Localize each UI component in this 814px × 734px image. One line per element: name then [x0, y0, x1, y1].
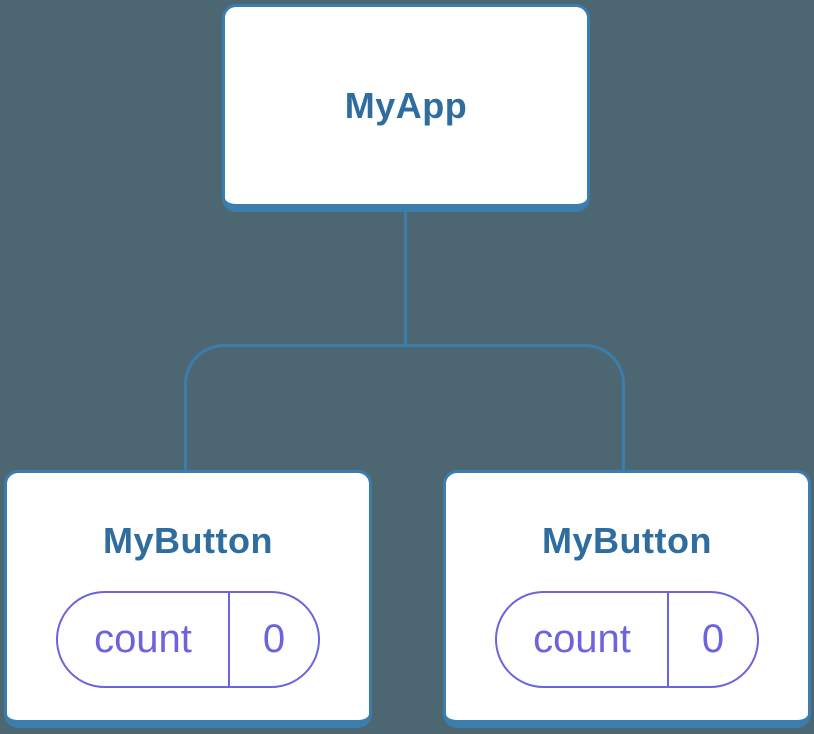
- state-value-right: 0: [667, 593, 757, 686]
- node-myapp: MyApp: [222, 4, 590, 212]
- state-pill-left: count 0: [56, 591, 320, 688]
- connector-stem: [404, 210, 407, 346]
- state-pill-right: count 0: [495, 591, 759, 688]
- connector-bracket: [184, 344, 625, 474]
- node-mybutton-left-label: MyButton: [103, 520, 273, 561]
- node-mybutton-right-label: MyButton: [542, 520, 712, 561]
- state-key-left: count: [94, 617, 192, 661]
- node-mybutton-left: MyButton count 0: [4, 470, 372, 728]
- node-myapp-label: MyApp: [344, 84, 468, 126]
- node-mybutton-right: MyButton count 0: [443, 470, 811, 728]
- state-key-right: count: [533, 617, 631, 661]
- state-value-left: 0: [228, 593, 318, 686]
